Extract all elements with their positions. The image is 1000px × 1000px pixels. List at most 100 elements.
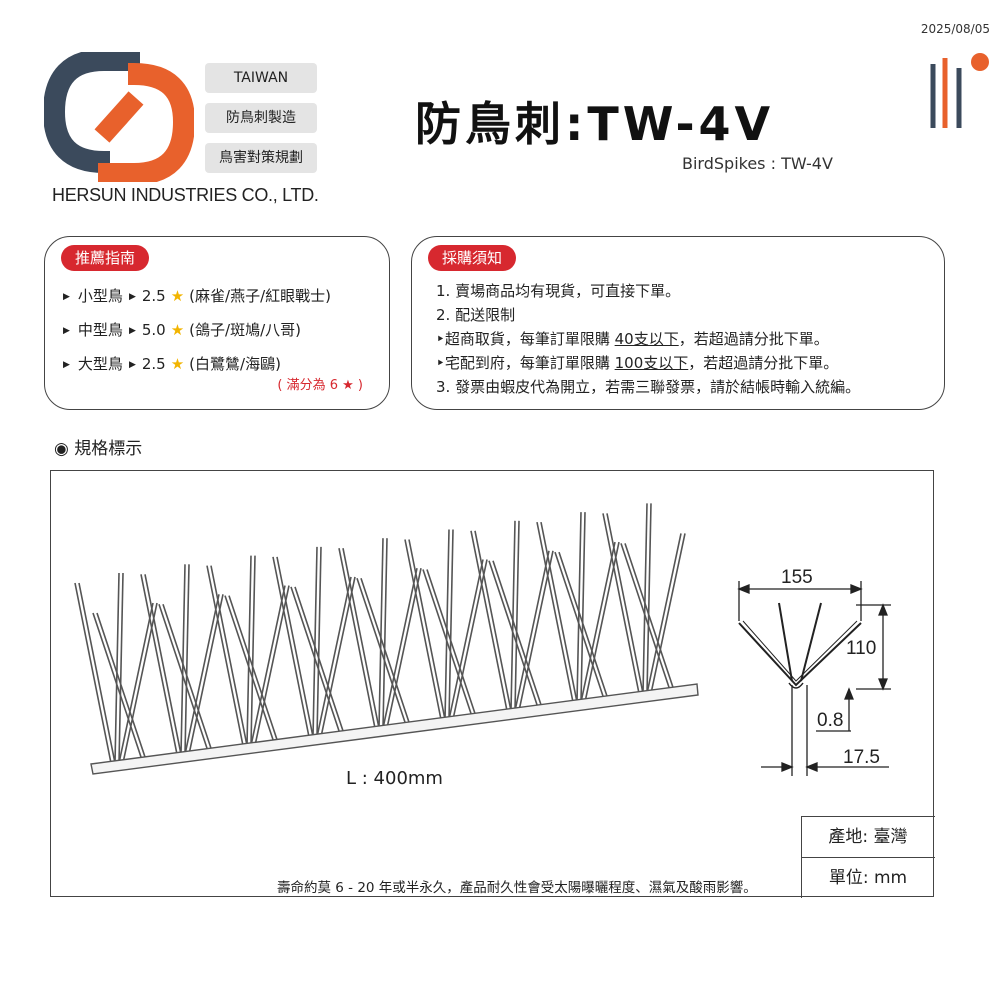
spike-wire [474, 530, 512, 711]
spike-wire [92, 612, 142, 758]
spike-wire [580, 541, 616, 703]
spike-wire [210, 565, 248, 746]
spike-wire [444, 529, 450, 720]
spike-wire [290, 586, 340, 732]
spike-wire [272, 556, 310, 738]
dim-height: 110 [846, 638, 876, 659]
spike-wire [316, 546, 322, 737]
cross-section-diagram [737, 581, 891, 776]
note-line: 1. 賣場商品均有現貨，可直接下單。 [436, 282, 681, 300]
spike-wire [250, 585, 286, 746]
purchase-label: 採購須知 [428, 245, 517, 271]
spike-wire [642, 503, 648, 694]
dim-thickness: 0.8 [817, 710, 843, 731]
spike-wire [246, 555, 252, 746]
spike-wire [356, 577, 406, 723]
star-icon: ★ [170, 355, 185, 373]
star-icon: ★ [170, 287, 185, 305]
purchase-notes: 1. 賣場商品均有現貨，可直接下單。 2. 配送限制 ‣超商取貨，每筆訂單限購 … [436, 279, 860, 399]
list-item: ▶小型鳥▶2.5★(麻雀/燕子/紅眼戰士) [63, 287, 331, 305]
triangle-icon: ▶ [63, 292, 70, 302]
spike-wire [408, 539, 446, 720]
spec-table: 產地: 臺灣 單位: mm [800, 815, 935, 898]
company-name: HERSUN INDUSTRIES CO., LTD. [52, 185, 319, 205]
spike-wire [312, 546, 318, 737]
tag-taiwan: TAIWAN [205, 63, 317, 93]
spike-drawing: 155 110 0.8 17.5 [74, 503, 891, 776]
list-item: ▶大型鳥▶2.5★(白鷺鷥/海鷗) [63, 355, 281, 373]
spike-wire [144, 574, 182, 755]
star-icon: ★ [170, 321, 185, 339]
spec-box: 155 110 0.8 17.5 L : 400mm 壽命約莫 6 - 20 年… [50, 470, 935, 898]
triangle-icon: ▶ [63, 360, 70, 370]
spike-wire [140, 574, 178, 755]
spike-illustration [74, 503, 686, 764]
brand-mark-icon [930, 53, 989, 128]
spike-wire [602, 513, 640, 694]
dim-base: 17.5 [843, 747, 880, 768]
spike-wire [294, 586, 344, 732]
triangle-icon: ▶ [63, 326, 70, 336]
tag-planning: 鳥害對策規劃 [205, 143, 317, 173]
spike-wire [114, 572, 120, 764]
spike-wire [422, 569, 472, 714]
spike-wire [448, 559, 484, 720]
spike-wire [580, 512, 586, 703]
note-line: ‣超商取貨，每筆訂單限購 40支以下，若超過請分批下單。 [436, 330, 829, 348]
recommend-label: 推薦指南 [61, 245, 150, 271]
spike-wire [338, 548, 376, 729]
spike-wire [514, 520, 520, 711]
length-label: L : 400mm [346, 768, 443, 789]
spike-wire [646, 533, 682, 694]
full-score-note: ( 滿分為 6 ★ ) [277, 378, 363, 393]
spike-wire [540, 521, 578, 703]
recommend-list: ▶小型鳥▶2.5★(麻雀/燕子/紅眼戰士) ▶中型鳥▶5.0★(鴿子/斑鳩/八哥… [63, 281, 331, 383]
spike-wire [514, 550, 550, 711]
note-line: ‣宅配到府，每筆訂單限購 100支以下，若超過請分批下單。 [436, 354, 839, 372]
spike-wire [118, 572, 124, 764]
triangle-icon: ▶ [128, 360, 136, 370]
spike-wire [488, 560, 538, 706]
spike-wire [224, 595, 274, 740]
spike-wire [316, 576, 352, 738]
hersun-logo [44, 52, 194, 182]
spike-wire [184, 594, 220, 755]
spike-wire [606, 513, 644, 694]
spike-wire [158, 604, 208, 749]
spike-wire [382, 538, 388, 729]
brand-tags: TAIWAN 防鳥刺製造 鳥害對策規劃 [205, 63, 317, 183]
spike-wire [624, 543, 674, 688]
spike-wire [378, 538, 384, 729]
spike-wire [206, 565, 244, 746]
spike-wire [554, 551, 604, 697]
tag-manufacture: 防鳥刺製造 [205, 103, 317, 133]
purchase-panel: 採購須知 1. 賣場商品均有現貨，可直接下單。 2. 配送限制 ‣超商取貨，每筆… [411, 236, 945, 410]
date: 2025/08/05 [920, 22, 990, 36]
list-item: ▶中型鳥▶5.0★(鴿子/斑鳩/八哥) [63, 321, 301, 339]
spike-wire [228, 595, 278, 740]
recommend-panel: 推薦指南 ▶小型鳥▶2.5★(麻雀/燕子/紅眼戰士) ▶中型鳥▶5.0★(鴿子/… [44, 236, 390, 410]
triangle-icon: ▶ [128, 326, 136, 336]
spike-wire [426, 569, 476, 714]
spike-wire [96, 612, 146, 758]
spike-wire [250, 555, 256, 746]
origin-cell: 產地: 臺灣 [828, 826, 908, 847]
spec-heading: ◉ 規格標示 [54, 439, 143, 459]
dim-width: 155 [781, 567, 813, 588]
spike-wire [74, 582, 112, 764]
spike-wire [448, 529, 454, 720]
spike-wire [492, 560, 542, 706]
spike-wire [576, 512, 582, 703]
product-subtitle: BirdSpikes : TW-4V [682, 154, 833, 173]
spike-wire [162, 604, 212, 749]
spike-wire [510, 520, 516, 711]
spike-wire [558, 551, 608, 697]
spike-wire [78, 582, 116, 764]
spike-wire [360, 577, 410, 723]
product-title: 防鳥刺:TW-4V [415, 97, 775, 151]
spike-wire [404, 539, 442, 720]
spike-wire [342, 548, 380, 729]
spike-wire [184, 564, 190, 755]
spike-wire [470, 530, 508, 711]
spike-wire [646, 503, 652, 694]
